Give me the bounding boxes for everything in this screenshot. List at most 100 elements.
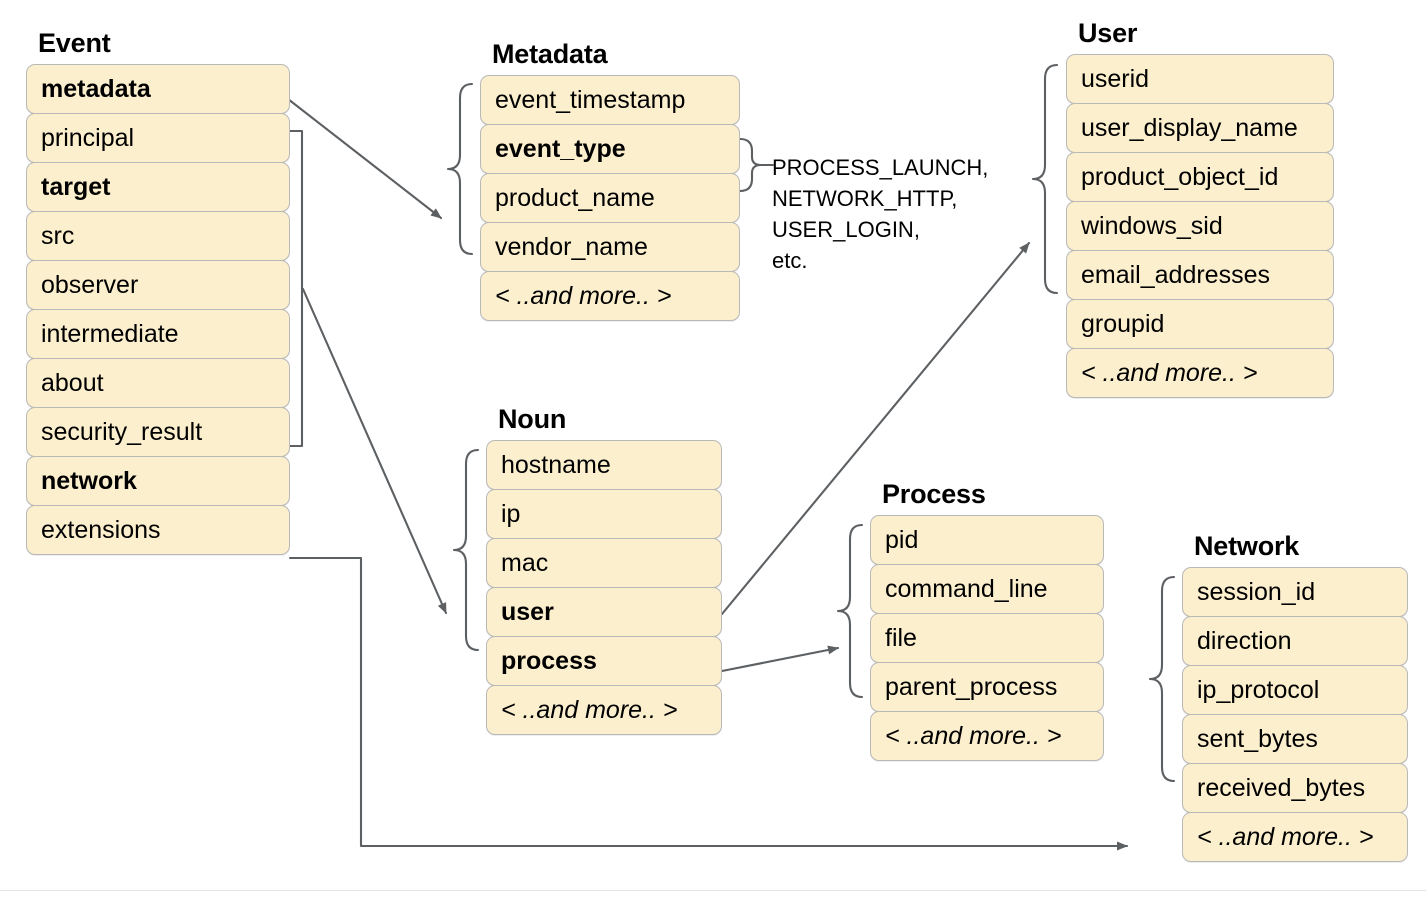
field-metadata-product-name[interactable]: product_name: [480, 173, 740, 223]
group-title-noun: Noun: [498, 404, 567, 434]
field-label: metadata: [41, 74, 151, 103]
field-event-target[interactable]: target: [26, 162, 290, 212]
field-label: target: [41, 172, 111, 201]
field-label: windows_sid: [1081, 211, 1223, 240]
field-user-groupid[interactable]: groupid: [1066, 299, 1334, 349]
page-bottom-rule: [0, 890, 1426, 891]
field-user-userid[interactable]: userid: [1066, 54, 1334, 104]
field-user-and-more[interactable]: < ..and more.. >: [1066, 348, 1334, 398]
field-network-and-more[interactable]: < ..and more.. >: [1182, 812, 1408, 862]
field-label: event_type: [495, 134, 626, 163]
field-list-network: session_id direction ip_protocol sent_by…: [1182, 567, 1408, 862]
group-title-event: Event: [38, 28, 111, 58]
field-noun-ip[interactable]: ip: [486, 489, 722, 539]
enum-line-3: USER_LOGIN,: [772, 217, 920, 242]
field-label: email_addresses: [1081, 260, 1270, 289]
field-noun-and-more[interactable]: < ..and more.. >: [486, 685, 722, 735]
group-title-process: Process: [882, 479, 986, 509]
field-event-observer[interactable]: observer: [26, 260, 290, 310]
field-label: < ..and more.. >: [1197, 822, 1374, 851]
field-label: process: [501, 646, 597, 675]
field-metadata-event-timestamp[interactable]: event_timestamp: [480, 75, 740, 125]
wire-process: [720, 645, 840, 673]
enum-line-1: PROCESS_LAUNCH,: [772, 155, 989, 180]
field-network-session-id[interactable]: session_id: [1182, 567, 1408, 617]
field-event-metadata[interactable]: metadata: [26, 64, 290, 114]
field-noun-user[interactable]: user: [486, 587, 722, 637]
field-label: extensions: [41, 515, 161, 544]
field-label: security_result: [41, 417, 203, 446]
field-label: < ..and more.. >: [495, 281, 672, 310]
field-label: < ..and more.. >: [885, 721, 1062, 750]
field-user-user-display-name[interactable]: user_display_name: [1066, 103, 1334, 153]
field-network-sent-bytes[interactable]: sent_bytes: [1182, 714, 1408, 764]
field-label: ip: [501, 499, 521, 528]
field-event-src[interactable]: src: [26, 211, 290, 261]
field-label: ip_protocol: [1197, 675, 1320, 704]
enum-line-2: NETWORK_HTTP,: [772, 186, 958, 211]
brace-user: [1031, 63, 1059, 295]
field-user-windows-sid[interactable]: windows_sid: [1066, 201, 1334, 251]
brace-noun: [452, 448, 480, 652]
group-process: Process pid command_line file parent_pro…: [870, 481, 1104, 761]
field-label: received_bytes: [1197, 773, 1366, 802]
wire-metadata: [286, 97, 443, 220]
field-process-command-line[interactable]: command_line: [870, 564, 1104, 614]
brace-metadata: [446, 82, 474, 256]
field-network-direction[interactable]: direction: [1182, 616, 1408, 666]
field-metadata-event-type[interactable]: event_type: [480, 124, 740, 174]
field-label: groupid: [1081, 309, 1165, 338]
wire-noun: [301, 287, 448, 615]
field-label: network: [41, 466, 137, 495]
field-network-ip-protocol[interactable]: ip_protocol: [1182, 665, 1408, 715]
field-user-product-object-id[interactable]: product_object_id: [1066, 152, 1334, 202]
field-process-pid[interactable]: pid: [870, 515, 1104, 565]
field-label: parent_process: [885, 672, 1058, 701]
group-event: Event metadata principal target src obse…: [26, 30, 290, 555]
field-label: < ..and more.. >: [501, 695, 678, 724]
field-label: observer: [41, 270, 139, 299]
field-list-metadata: event_timestamp event_type product_name …: [480, 75, 740, 321]
field-label: sent_bytes: [1197, 724, 1318, 753]
bracket-event-nouns: [288, 129, 304, 448]
field-process-parent-process[interactable]: parent_process: [870, 662, 1104, 712]
field-label: vendor_name: [495, 232, 648, 261]
group-noun: Noun hostname ip mac user process < ..an…: [486, 406, 722, 735]
field-noun-mac[interactable]: mac: [486, 538, 722, 588]
field-label: intermediate: [41, 319, 179, 348]
field-noun-process[interactable]: process: [486, 636, 722, 686]
field-event-about[interactable]: about: [26, 358, 290, 408]
field-label: session_id: [1197, 577, 1316, 606]
field-label: mac: [501, 548, 549, 577]
field-noun-hostname[interactable]: hostname: [486, 440, 722, 490]
field-label: direction: [1197, 626, 1292, 655]
field-event-principal[interactable]: principal: [26, 113, 290, 163]
field-process-file[interactable]: file: [870, 613, 1104, 663]
field-event-intermediate[interactable]: intermediate: [26, 309, 290, 359]
group-title-metadata: Metadata: [492, 39, 608, 69]
annotation-event-type-enum: PROCESS_LAUNCH, NETWORK_HTTP, USER_LOGIN…: [772, 152, 988, 276]
field-process-and-more[interactable]: < ..and more.. >: [870, 711, 1104, 761]
field-list-user: userid user_display_name product_object_…: [1066, 54, 1334, 398]
field-metadata-vendor-name[interactable]: vendor_name: [480, 222, 740, 272]
field-label: command_line: [885, 574, 1048, 603]
field-label: event_timestamp: [495, 85, 686, 114]
field-event-extensions[interactable]: extensions: [26, 505, 290, 555]
field-label: < ..and more.. >: [1081, 358, 1258, 387]
group-metadata: Metadata event_timestamp event_type prod…: [480, 41, 740, 321]
field-label: hostname: [501, 450, 611, 479]
group-title-user: User: [1078, 18, 1138, 48]
brace-process: [836, 523, 864, 699]
field-event-security-result[interactable]: security_result: [26, 407, 290, 457]
field-event-network[interactable]: network: [26, 456, 290, 506]
field-user-email-addresses[interactable]: email_addresses: [1066, 250, 1334, 300]
field-label: pid: [885, 525, 919, 554]
group-network: Network session_id direction ip_protocol…: [1182, 533, 1408, 862]
field-network-received-bytes[interactable]: received_bytes: [1182, 763, 1408, 813]
field-label: product_object_id: [1081, 162, 1279, 191]
field-metadata-and-more[interactable]: < ..and more.. >: [480, 271, 740, 321]
field-label: userid: [1081, 64, 1150, 93]
field-label: user_display_name: [1081, 113, 1298, 142]
field-list-event: metadata principal target src observer i…: [26, 64, 290, 555]
